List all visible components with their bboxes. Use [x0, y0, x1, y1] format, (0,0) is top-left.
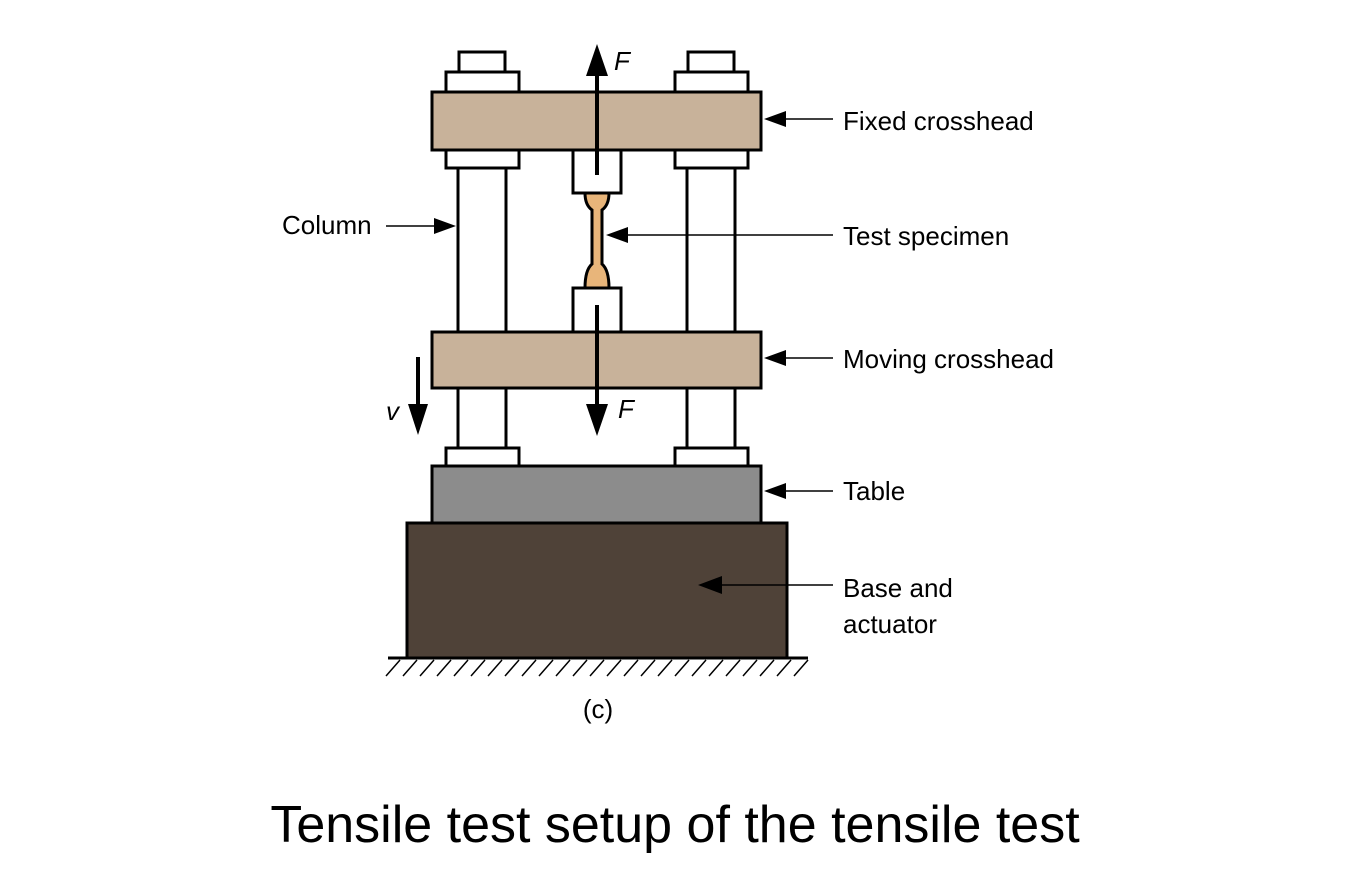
velocity-arrow	[408, 357, 428, 435]
ground-hatching	[385, 656, 809, 677]
label-base-line1: Base and	[843, 573, 953, 603]
leader-base-and-actuator	[698, 576, 833, 594]
label-column: Column	[282, 210, 372, 240]
hatch-line	[657, 659, 673, 677]
hatch-line	[708, 659, 724, 677]
leader-table	[764, 483, 833, 499]
hatch-line	[691, 659, 707, 677]
top-nut-right	[673, 50, 750, 94]
hatch-line	[725, 659, 741, 677]
label-moving-crosshead: Moving crosshead	[843, 344, 1054, 374]
hatch-line	[572, 659, 588, 677]
leader-fixed-crosshead	[764, 111, 833, 127]
top-nut-left	[444, 50, 521, 94]
label-fixed-crosshead: Fixed crosshead	[843, 106, 1034, 136]
base-and-actuator	[405, 521, 789, 660]
hatch-line	[470, 659, 486, 677]
hatch-line	[504, 659, 520, 677]
leader-column	[386, 218, 456, 234]
label-table: Table	[843, 476, 905, 506]
hatch-line	[674, 659, 690, 677]
velocity-label: v	[386, 396, 401, 426]
table-nut-right	[673, 446, 750, 468]
nut-under-fixed-right	[673, 148, 750, 170]
hatch-line	[742, 659, 758, 677]
hatch-line	[640, 659, 656, 677]
caption: Tensile test setup of the tensile test	[270, 796, 1080, 854]
hatch-line	[589, 659, 605, 677]
force-label-top: F	[614, 46, 632, 76]
hatch-line	[436, 659, 452, 677]
column-right	[685, 166, 737, 450]
force-label-bottom: F	[618, 394, 636, 424]
hatch-line	[419, 659, 435, 677]
hatch-line	[487, 659, 503, 677]
hatch-line	[402, 659, 418, 677]
force-arrow-up	[586, 44, 608, 175]
hatch-line	[555, 659, 571, 677]
leader-moving-crosshead	[764, 350, 833, 366]
hatch-line	[793, 659, 809, 677]
hatch-line	[606, 659, 622, 677]
nut-under-fixed-left	[444, 148, 521, 170]
hatch-line	[453, 659, 469, 677]
hatch-line	[385, 659, 401, 677]
table-nut-left	[444, 446, 521, 468]
table	[430, 464, 763, 525]
hatch-line	[776, 659, 792, 677]
hatch-line	[623, 659, 639, 677]
hatch-line	[759, 659, 775, 677]
force-arrow-down	[586, 305, 608, 436]
leader-test-specimen	[606, 227, 833, 243]
label-base-line2: actuator	[843, 609, 937, 639]
column-left	[456, 166, 508, 450]
test-specimen	[583, 191, 611, 290]
label-test-specimen: Test specimen	[843, 221, 1009, 251]
hatch-line	[521, 659, 537, 677]
hatch-line	[538, 659, 554, 677]
panel-label: (c)	[583, 694, 613, 724]
